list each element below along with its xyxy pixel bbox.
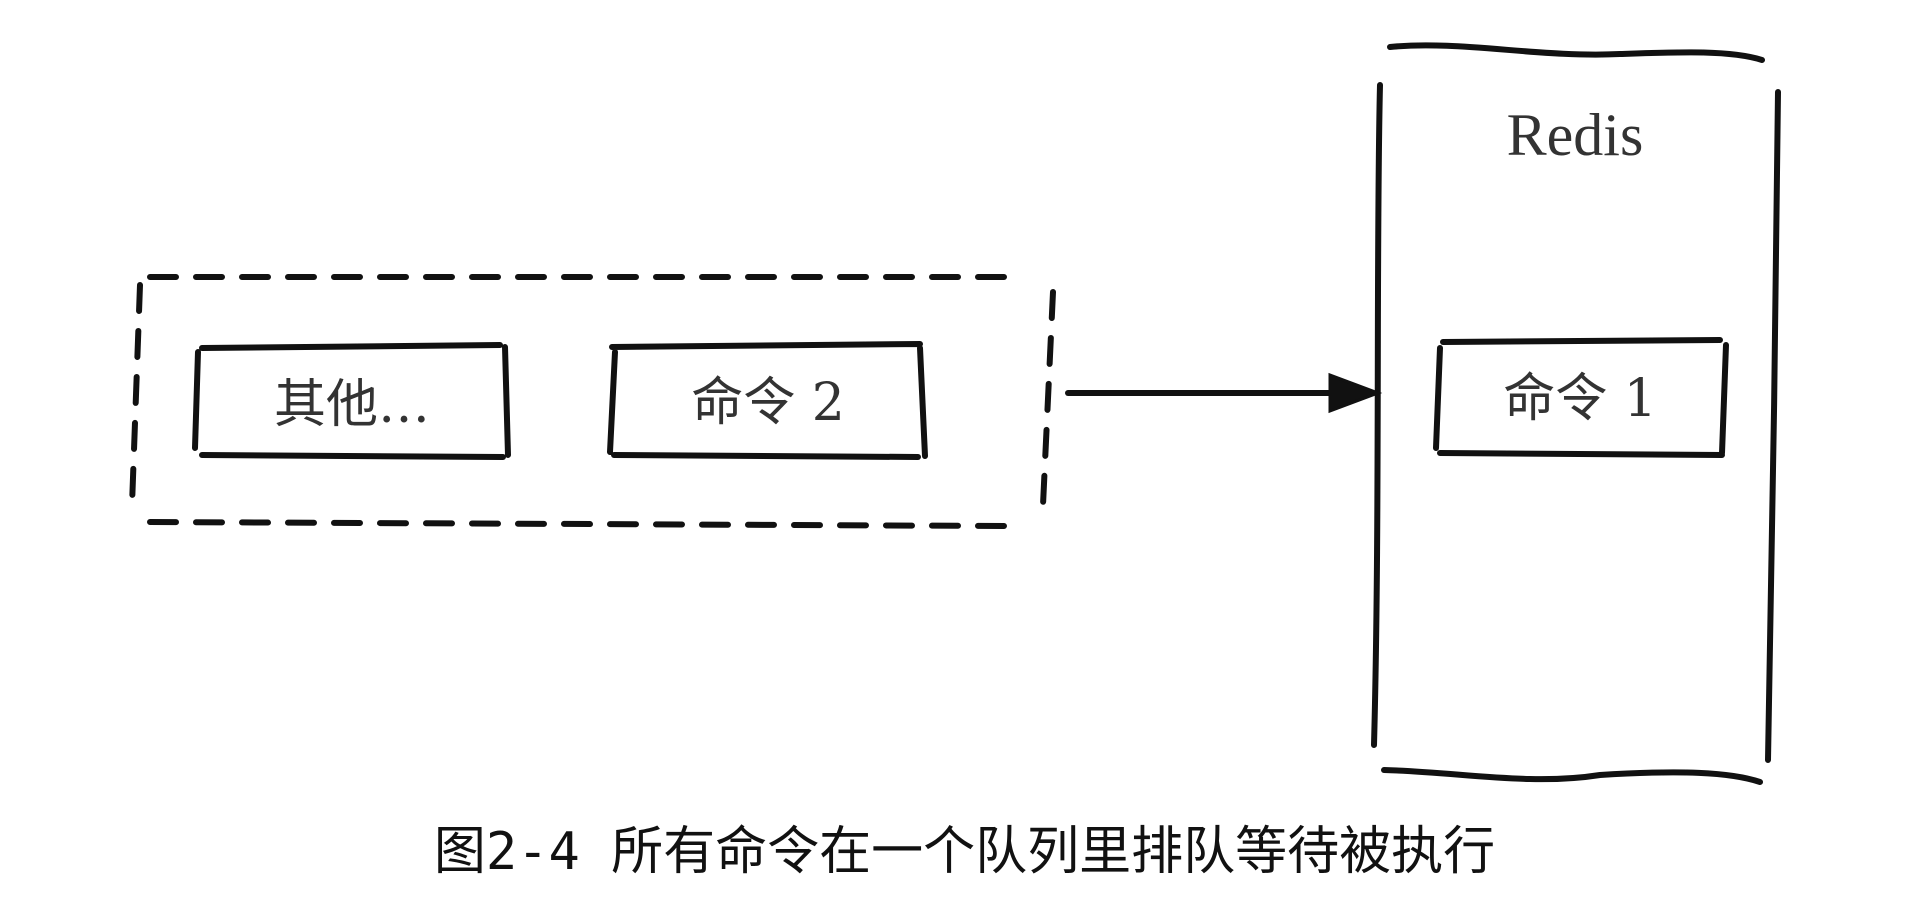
redis-server-container: Redis: [1371, 42, 1781, 785]
arrow-to-redis: [1065, 372, 1383, 414]
queue-item-others: 其他…: [192, 342, 511, 460]
executing-command-label: 命令 1: [1503, 369, 1657, 429]
queue-item-command-2-box: [607, 341, 928, 460]
queue-item-others-box: [192, 342, 511, 460]
executing-command: 命令 1: [1433, 337, 1729, 458]
queue-bottom-edge: [147, 519, 1008, 529]
server-left-edge: [1371, 82, 1383, 748]
queue-right-edge: [1040, 289, 1056, 508]
queue-left-edge: [129, 282, 143, 508]
redis-label: Redis: [1507, 102, 1644, 168]
server-top-edge: [1387, 42, 1765, 63]
server-bottom-edge: [1381, 767, 1763, 785]
executing-command-box: [1433, 337, 1729, 458]
command-queue: 其他… 命令 2: [129, 274, 1056, 529]
queue-item-others-label: 其他…: [274, 375, 430, 435]
figure-caption: 图2-4 所有命令在一个队列里排队等待被执行: [433, 822, 1496, 882]
queue-item-command-2-label: 命令 2: [691, 373, 845, 433]
queue-item-command-2: 命令 2: [607, 341, 928, 460]
arrow-head: [1328, 372, 1383, 414]
server-right-edge: [1765, 89, 1781, 763]
